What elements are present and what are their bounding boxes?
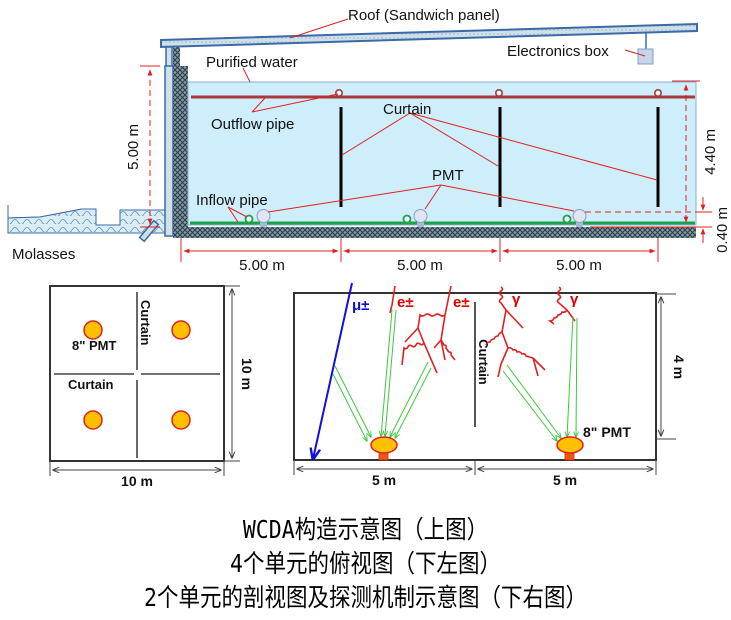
gamma-label-1: γ [512, 291, 521, 308]
gamma-label-2: γ [570, 291, 579, 308]
top-view-diagram: 8" PMT Curtain Curtain 10 m 10 m [49, 285, 255, 489]
wall-concrete [173, 66, 188, 238]
cell-width-label: 5.00 m [397, 257, 443, 274]
wall-post-upper [165, 46, 173, 68]
caption-line-2: 4个单元的俯视图（下左图） [230, 549, 501, 578]
wall-concrete-upper [173, 47, 180, 67]
electron-label-1: e± [397, 294, 414, 311]
gamma-shower-1 [485, 286, 546, 378]
outer-wall [164, 65, 174, 237]
outflow-pipe-label: Outflow pipe [211, 116, 294, 133]
pmt-circle [83, 410, 103, 430]
side-view-height-label: 4 m [671, 355, 687, 379]
annotation-leaders [227, 18, 658, 223]
caption-line-1: WCDA构造示意图（上图） [242, 515, 489, 544]
pmt-circle [83, 320, 103, 340]
electronics-box [637, 48, 654, 65]
muon-label: μ± [352, 297, 369, 314]
cross-section-diagram: 5.00 m 4.40 m 0.40 m 5.00 m 5.00 m 5.00 … [7, 7, 731, 274]
dimension-cell-widths [180, 238, 659, 262]
side-view-dimensions [293, 293, 676, 475]
top-view-dimensions [49, 285, 240, 476]
pmt-bulb [572, 209, 587, 227]
top-view-height-label: 10 m [239, 358, 255, 390]
drain-pipe [138, 219, 160, 243]
cell-width-label: 5.00 m [556, 257, 602, 274]
side-view-width-label: 5 m [553, 472, 577, 488]
electronics-box-label: Electronics box [507, 43, 609, 60]
molasses-fill [7, 208, 166, 234]
dimension-pmt-height-label: 0.40 m [714, 207, 731, 253]
side-view-pmt [556, 436, 584, 461]
outflow-pipe-joint [653, 89, 662, 98]
top-view-width-label: 10 m [121, 473, 153, 489]
pmt-bulb [413, 209, 428, 227]
electron-shower-1 [389, 285, 396, 314]
dimension-water-height-label: 4.40 m [702, 129, 719, 175]
outflow-pipe-joint [494, 89, 503, 98]
top-view-pmt-label: 8" PMT [72, 338, 117, 353]
inflow-pipe-joint [562, 214, 572, 224]
pmt-circle [171, 410, 191, 430]
muon-track [313, 282, 353, 459]
inflow-pipe-joint [244, 214, 254, 224]
cherenkov-light [332, 309, 577, 441]
molasses-label: Molasses [12, 246, 75, 263]
side-view-pmt-label: 8" PMT [583, 424, 631, 440]
side-view-width-label: 5 m [372, 472, 396, 488]
water-volume [187, 81, 697, 226]
tank-floor [173, 227, 696, 238]
dimension-total-height-label: 5.00 m [125, 124, 142, 170]
pmt-circle [171, 320, 191, 340]
electron-label-2: e± [453, 294, 470, 311]
top-view-curtain-horizontal-label: Curtain [68, 377, 114, 392]
roof-panel [160, 22, 698, 49]
pmt-bulb [256, 209, 271, 227]
side-view-diagram: Curtain μ± e± e± [293, 282, 687, 488]
dimension-total-height [140, 65, 160, 228]
side-view-curtain-label: Curtain [476, 339, 491, 385]
electron-shower-2 [401, 285, 456, 374]
outflow-pipe-joint [334, 89, 343, 98]
gamma-shower-2 [547, 286, 576, 325]
pmt-label: PMT [432, 167, 464, 184]
inflow-pipe-label: Inflow pipe [196, 192, 268, 209]
roof-label: Roof (Sandwich panel) [348, 7, 500, 24]
cell-width-label: 5.00 m [239, 257, 285, 274]
curtain-label: Curtain [383, 101, 431, 118]
top-view-curtain-vertical-label: Curtain [138, 300, 153, 346]
side-view-pmt [370, 436, 398, 461]
dimension-water-height [585, 80, 712, 243]
inflow-pipe-joint [402, 214, 412, 224]
caption-line-3: 2个单元的剖视图及探测机制示意图（下右图） [144, 583, 587, 612]
purified-water-label: Purified water [206, 54, 298, 71]
